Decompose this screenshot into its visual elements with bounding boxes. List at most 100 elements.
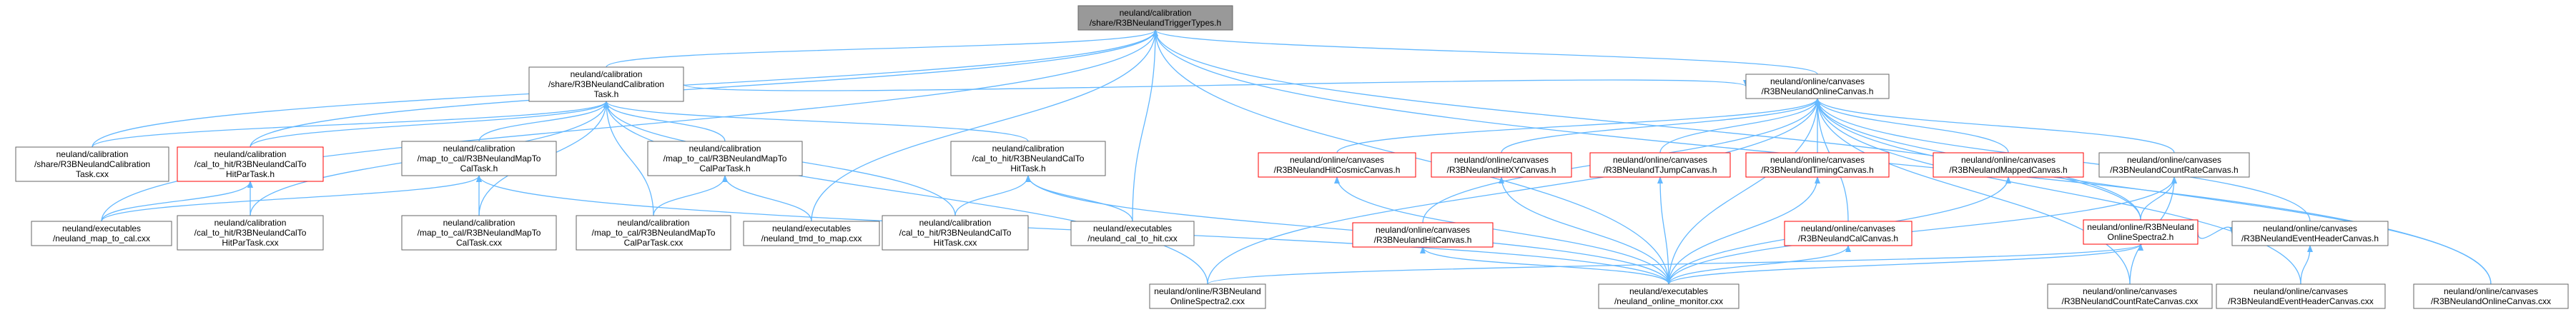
node-box [1784,221,1913,246]
edge-hitXYCanvas-to-onlineCanvas [1501,98,1820,154]
edge-calToHitCxx-to-calToHitTask [1025,175,1133,222]
node-label-line: /R3BNeulandCountRateCanvas.cxx [2062,296,2199,306]
node-cosmicCanvas[interactable]: neuland/online/canvases/R3BNeulandHitCos… [1258,152,1416,178]
node-calCanvas[interactable]: neuland/online/canvases/R3BNeulandCalCan… [1784,221,1913,246]
node-box [1589,152,1731,178]
nodes-layer: neuland/calibration/share/R3BNeulandTrig… [15,5,2569,309]
node-countRateCanvas[interactable]: neuland/online/canvases/R3BNeulandCountR… [2098,152,2250,178]
node-mapToCalCxx[interactable]: neuland/executables/neuland_map_to_cal.c… [31,221,172,246]
node-label-line: /R3BNeulandTJumpCanvas.h [1604,165,1717,175]
node-label-line: neuland/calibration [689,144,761,154]
node-box [2413,283,2569,309]
node-label-line: neuland/online/canvases [1770,155,1865,165]
edge-calibTask-to-root [606,29,1158,68]
node-onlineCanvas[interactable]: neuland/online/canvases/R3BNeulandOnline… [1745,74,1890,99]
node-onlineMonitorCxx[interactable]: neuland/executables/neuland_online_monit… [1598,283,1739,309]
node-mapToCalTaskCxx[interactable]: neuland/calibration/map_to_cal/R3BNeulan… [401,215,557,251]
node-label-line: neuland/calibration [214,149,287,159]
node-hitParTask[interactable]: neuland/calibration/cal_to_hit/R3BNeulan… [177,146,324,182]
node-label-line: neuland/executables [1093,223,1172,233]
node-box [2047,283,2213,309]
edge-spectra2cxx-to-onlineCanvas [1207,98,1820,285]
node-label-line: neuland/online/R3BNeuland [2087,222,2193,232]
edge-tJumpCanvas-to-onlineCanvas [1659,98,1820,154]
node-label-line: /share/R3BNeulandCalibration [548,79,664,89]
node-box [576,215,731,251]
node-label-line: /share/R3BNeulandTriggerTypes.h [1090,18,1221,28]
node-label-line: neuland/online/canvases [1290,155,1384,165]
node-box [2098,152,2250,178]
node-label-line: neuland/calibration [56,149,129,159]
node-label-line: neuland/online/R3BNeuland [1154,286,1260,296]
node-label-line: neuland/calibration [443,144,515,154]
node-label-line: /R3BNeulandHitXYCanvas.h [1447,165,1556,175]
node-countRateCanvasCxx[interactable]: neuland/online/canvases/R3BNeulandCountR… [2047,283,2213,309]
node-hitXYCanvas[interactable]: neuland/online/canvases/R3BNeulandHitXYC… [1431,152,1572,178]
edge-onlineMonitorCxx-to-tJumpCanvas [1657,176,1669,285]
node-calToHitTask[interactable]: neuland/calibration/cal_to_hit/R3BNeulan… [950,141,1106,176]
node-box [1431,152,1572,178]
node-box [528,66,684,102]
node-label-line: neuland/online/canvases [1961,155,2056,165]
node-onlineCanvasCxx[interactable]: neuland/online/canvases/R3BNeulandOnline… [2413,283,2569,309]
node-label-line: /cal_to_hit/R3BNeulandCalTo [972,154,1085,163]
node-label-line: CalTask.h [460,163,498,173]
node-box [1598,283,1739,309]
node-box [1149,283,1266,309]
node-box [31,221,172,246]
node-label-line: neuland/online/canvases [2127,155,2221,165]
node-calibTaskCxx[interactable]: neuland/calibration/share/R3BNeulandCali… [15,146,169,182]
edge-onlineMonitorCxx-to-spectra2h [1668,243,2143,285]
node-calToHitTaskCxx[interactable]: neuland/calibration/cal_to_hit/R3BNeulan… [882,215,1029,251]
node-label-line: neuland/online/canvases [1376,225,1470,235]
node-spectra2h[interactable]: neuland/online/R3BNeulandOnlineSpectra2.… [2083,219,2199,245]
node-root[interactable]: neuland/calibration/share/R3BNeulandTrig… [1077,5,1233,31]
node-tJumpCanvas[interactable]: neuland/online/canvases/R3BNeulandTJumpC… [1589,152,1731,178]
node-calibTask[interactable]: neuland/calibration/share/R3BNeulandCali… [528,66,684,102]
node-label-line: /share/R3BNeulandCalibration [34,159,150,169]
node-label-line: /map_to_cal/R3BNeulandMapTo [418,228,541,238]
node-label-line: neuland/online/canvases [1613,155,1707,165]
node-eventHeaderCanvas[interactable]: neuland/online/canvases/R3BNeulandEventH… [2231,221,2389,246]
node-label-line: /R3BNeulandOnlineCanvas.h [1762,86,1874,96]
node-mapToCalParTaskCxx[interactable]: neuland/calibration/map_to_cal/R3BNeulan… [576,215,731,251]
node-label-line: OnlineSpectra2.cxx [1170,296,1245,306]
node-box [401,141,557,176]
edge-mapToCalParTask-to-calibTask [603,101,726,142]
node-label-line: HitTask.cxx [934,238,977,248]
node-box [1745,74,1890,99]
node-calToHitCxx[interactable]: neuland/executables/neuland_cal_to_hit.c… [1070,221,1195,246]
node-label-line: neuland/calibration [571,69,643,79]
node-box [1258,152,1416,178]
node-timingCanvas[interactable]: neuland/online/canvases/R3BNeulandTiming… [1745,152,1890,178]
node-label-line: /map_to_cal/R3BNeulandMapTo [592,228,716,238]
edge-calToHitTaskCxx-to-calToHitTask [954,175,1031,216]
node-hitParTaskCxx[interactable]: neuland/calibration/cal_to_hit/R3BNeulan… [177,215,324,251]
edge-countRateCanvas-to-onlineCanvas [1815,98,2175,154]
edge-onlineMonitorCxx-to-calCanvas [1668,245,1851,285]
node-label-line: /R3BNeulandHitCanvas.h [1374,235,1472,245]
node-label-line: neuland/online/canvases [2444,286,2538,296]
edge-onlineMonitorCxx-to-hitCanvas [1420,246,1669,285]
edge-tmdToMapCxx-to-mapToCalParTask [722,175,812,222]
node-mapToCalParTask[interactable]: neuland/calibration/map_to_cal/R3BNeulan… [647,141,803,176]
node-tmdToMapCxx[interactable]: neuland/executables/neuland_tmd_to_map.c… [743,221,880,246]
node-spectra2cxx[interactable]: neuland/online/R3BNeulandOnlineSpectra2.… [1149,283,1266,309]
edge-eventHeaderCanvasCxx-to-eventHeaderCanvas [2300,245,2313,285]
node-eventHeaderCanvasCxx[interactable]: neuland/online/canvases/R3BNeulandEventH… [2216,283,2386,309]
node-label-line: neuland/online/canvases [1801,223,1895,233]
node-box [15,146,169,182]
node-label-line: HitTask.h [1010,163,1045,173]
node-label-line: neuland/executables [1629,286,1708,296]
edge-eventHeaderCanvasCxx-to-onlineCanvas [1815,98,2301,285]
node-mappedCanvas[interactable]: neuland/online/canvases/R3BNeulandMapped… [1933,152,2084,178]
edge-cosmicCanvas-to-onlineCanvas [1336,98,1820,154]
node-label-line: neuland/calibration [618,218,690,228]
node-box [2216,283,2386,309]
node-label-line: neuland/calibration [443,218,515,228]
node-label-line: /map_to_cal/R3BNeulandMapTo [418,154,541,163]
node-label-line: Task.h [594,89,619,99]
node-hitCanvas[interactable]: neuland/online/canvases/R3BNeulandHitCan… [1352,222,1494,248]
node-mapToCalTask[interactable]: neuland/calibration/map_to_cal/R3BNeulan… [401,141,557,176]
